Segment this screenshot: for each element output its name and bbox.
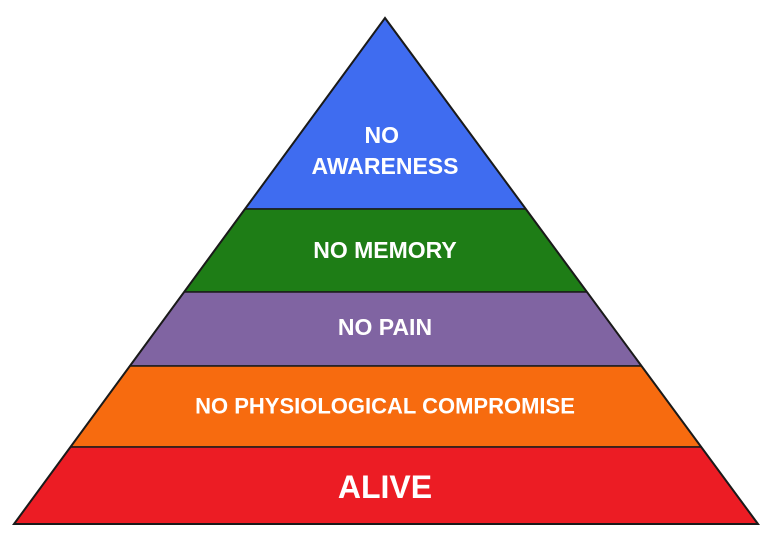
pyramid-tier-no-awareness bbox=[244, 17, 527, 210]
tier-label-no-physiological-compromise: NO PHYSIOLOGICAL COMPROMISE bbox=[195, 394, 575, 419]
pyramid-outline bbox=[12, 16, 760, 525]
tier-label-no-awareness: NO AWARENESS bbox=[312, 122, 459, 179]
tier-label-no-awareness-line-2: AWARENESS bbox=[312, 153, 459, 179]
tier-label-no-memory: NO MEMORY bbox=[313, 237, 457, 263]
tier-label-alive: ALIVE bbox=[338, 469, 432, 505]
pyramid-tiers bbox=[13, 17, 759, 525]
tier-label-no-awareness-line-1: NO bbox=[365, 122, 400, 148]
pyramid-labels: NO AWARENESS NO MEMORY NO PAIN NO PHYSIO… bbox=[195, 122, 575, 505]
tier-label-no-pain: NO PAIN bbox=[338, 314, 432, 340]
